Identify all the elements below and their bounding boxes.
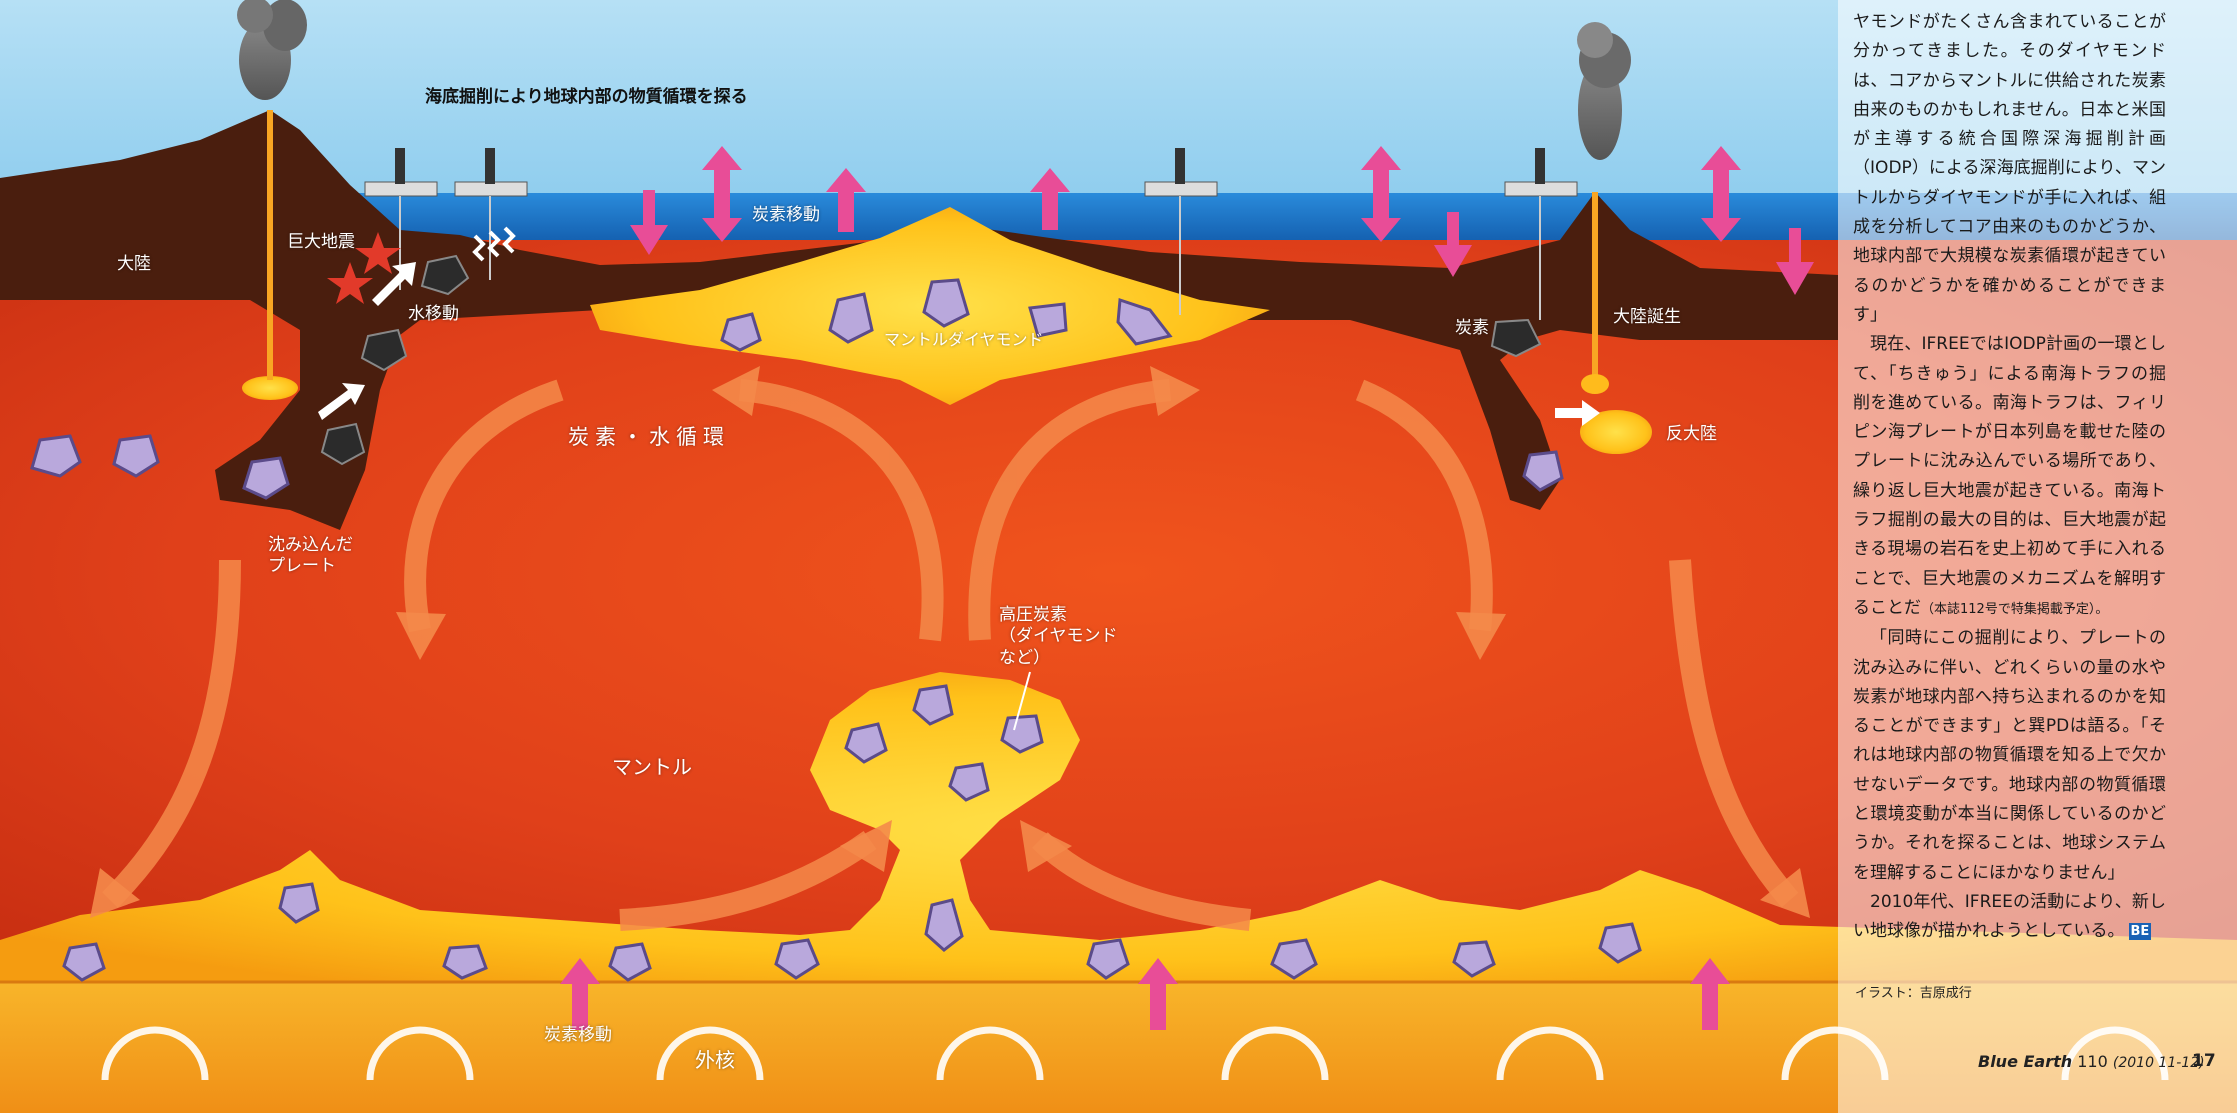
label-anti-continent: 反大陸	[1666, 424, 1717, 445]
label-carbon: 炭素	[1455, 318, 1489, 339]
label-megaquake: 巨大地震	[287, 232, 355, 253]
article-paragraph: ヤモンドがたくさん含まれていることが分かってきました。そのダイヤモンドは、コアか…	[1853, 8, 2166, 330]
label-carbon-movement-bottom: 炭素移動	[544, 1025, 612, 1046]
article-reference-note: （本誌112号で特集掲載予定）。	[1921, 602, 2108, 617]
label-subducted-plate: 沈み込んだ プレート	[268, 535, 353, 578]
label-continent-birth: 大陸誕生	[1613, 307, 1681, 328]
label-outer-core: 外核	[695, 1048, 735, 1073]
label-mantle: マントル	[612, 755, 692, 780]
label-water-movement: 水移動	[408, 304, 459, 325]
article-paragraph-text: 現在、IFREEではIODP計画の一環として、「ちきゅう」による南海トラフの掘削…	[1853, 334, 2166, 618]
page-footer: Blue Earth 110 (2010 11-12)	[1978, 1052, 2205, 1071]
article-paragraph-text: 2010年代、IFREEの活動により、新しい地球像が描かれようとしている。	[1853, 892, 2166, 941]
be-logo: BE	[2129, 923, 2152, 940]
diagram-title: 海底掘削により地球内部の物質循環を探る	[425, 82, 748, 107]
article-body: ヤモンドがたくさん含まれていることが分かってきました。そのダイヤモンドは、コアか…	[1853, 8, 2166, 947]
page-number: 17	[2192, 1051, 2216, 1071]
label-high-pressure-carbon: 高圧炭素 （ダイヤモンド など）	[999, 605, 1118, 669]
label-carbon-movement-top: 炭素移動	[752, 205, 820, 226]
article-paragraph: 現在、IFREEではIODP計画の一環として、「ちきゅう」による南海トラフの掘削…	[1853, 330, 2166, 624]
label-carbon-water-cycle: 炭素・水循環	[568, 424, 730, 450]
label-mantle-diamond: マントルダイヤモンド	[884, 330, 1044, 350]
magazine-name: Blue Earth	[1978, 1052, 2072, 1071]
article-paragraph: 2010年代、IFREEの活動により、新しい地球像が描かれようとしている。BE	[1853, 888, 2166, 947]
right-conduit-blob	[1581, 374, 1609, 394]
label-continent: 大陸	[117, 254, 151, 275]
issue-date: (2010 11-12)	[2113, 1055, 2205, 1071]
article-paragraph: 「同時にこの掘削により、プレートの沈み込みに伴い、どれくらいの量の水や炭素が地球…	[1853, 624, 2166, 888]
issue-number: 110	[2077, 1052, 2108, 1071]
illustration-credit: イラスト：吉原成行	[1855, 982, 1972, 1001]
